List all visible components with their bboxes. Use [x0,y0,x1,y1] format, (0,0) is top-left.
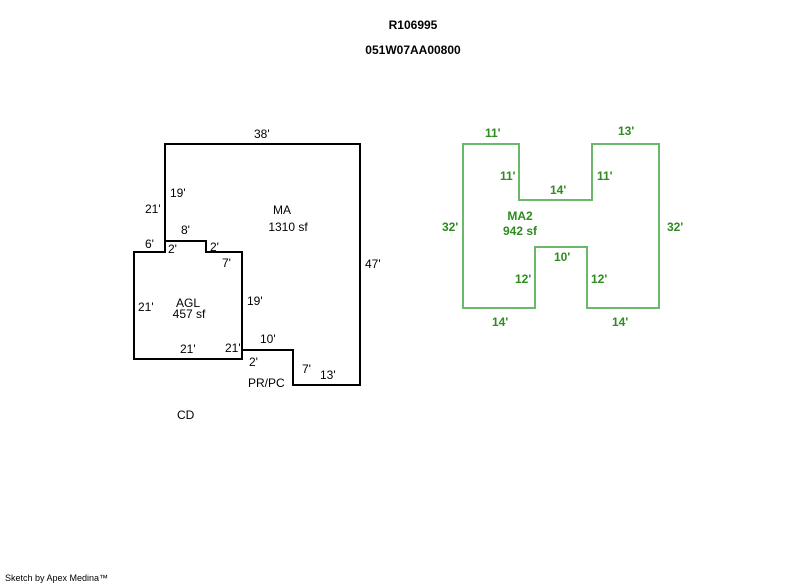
dim-ma-left-outer: 21' [145,202,161,216]
dim-ma2-right: 32' [667,220,684,234]
dim-ma2-notch-right: 11' [597,169,613,183]
area-ma-size: 1310 sf [268,220,308,234]
footer-credit: Sketch by Apex Medina™ [5,573,109,583]
dim-ma2-bottom-right: 14' [612,315,629,329]
area-agl-size: 457 sf [172,307,206,321]
dim-notch-right: 2' [210,240,219,254]
agl-outline [133,240,243,360]
dim-ma2-bottom-left: 14' [492,315,509,329]
dim-agl-right: 19' [247,294,263,308]
map-tax-lot: 051W07AA00800 [365,43,461,57]
ma2-outline [462,143,660,309]
dim-notch-top: 8' [181,223,190,237]
account-id: R106995 [388,18,438,32]
area-ma2-name: MA2 [507,209,533,223]
dim-agl-bottom: 21' [180,342,196,356]
dim-ma-bottom: 13' [320,368,336,382]
area-ma-name: MA [273,203,291,217]
dim-ma2-notch-left: 11' [500,169,516,183]
dim-ma2-notch-bottom: 14' [550,183,567,197]
area-pr-pc-name: PR/PC [248,376,285,390]
dim-pr-step: 7' [302,362,311,376]
dim-agl-left: 21' [138,300,154,314]
dim-notch-left: 2' [168,242,177,256]
area-cd-name: CD [177,408,195,422]
dim-ma2-top-right: 13' [618,124,635,138]
area-ma2-size: 942 sf [502,224,538,238]
dim-ma-top: 38' [254,127,270,141]
dim-pr-left: 2' [249,355,258,369]
dim-ma2-bottom-notch-right: 12' [591,272,608,286]
dim-ma2-left: 32' [442,220,459,234]
dim-pr-top: 10' [260,332,276,346]
dim-ma2-bottom-notch-left: 12' [515,272,532,286]
dim-ma2-top-left: 11' [485,126,501,140]
ma-outline [164,143,361,386]
dim-ma-right: 47' [365,257,381,271]
dim-ma-left-inner: 19' [170,186,186,200]
dim-agl-top-left: 6' [145,237,154,251]
dim-agl-top-right: 7' [222,256,231,270]
dim-agl-right-lower: 21' [225,341,241,355]
area-agl-name: AGL [175,296,200,310]
dim-ma2-bottom-notch-top: 10' [554,250,571,264]
